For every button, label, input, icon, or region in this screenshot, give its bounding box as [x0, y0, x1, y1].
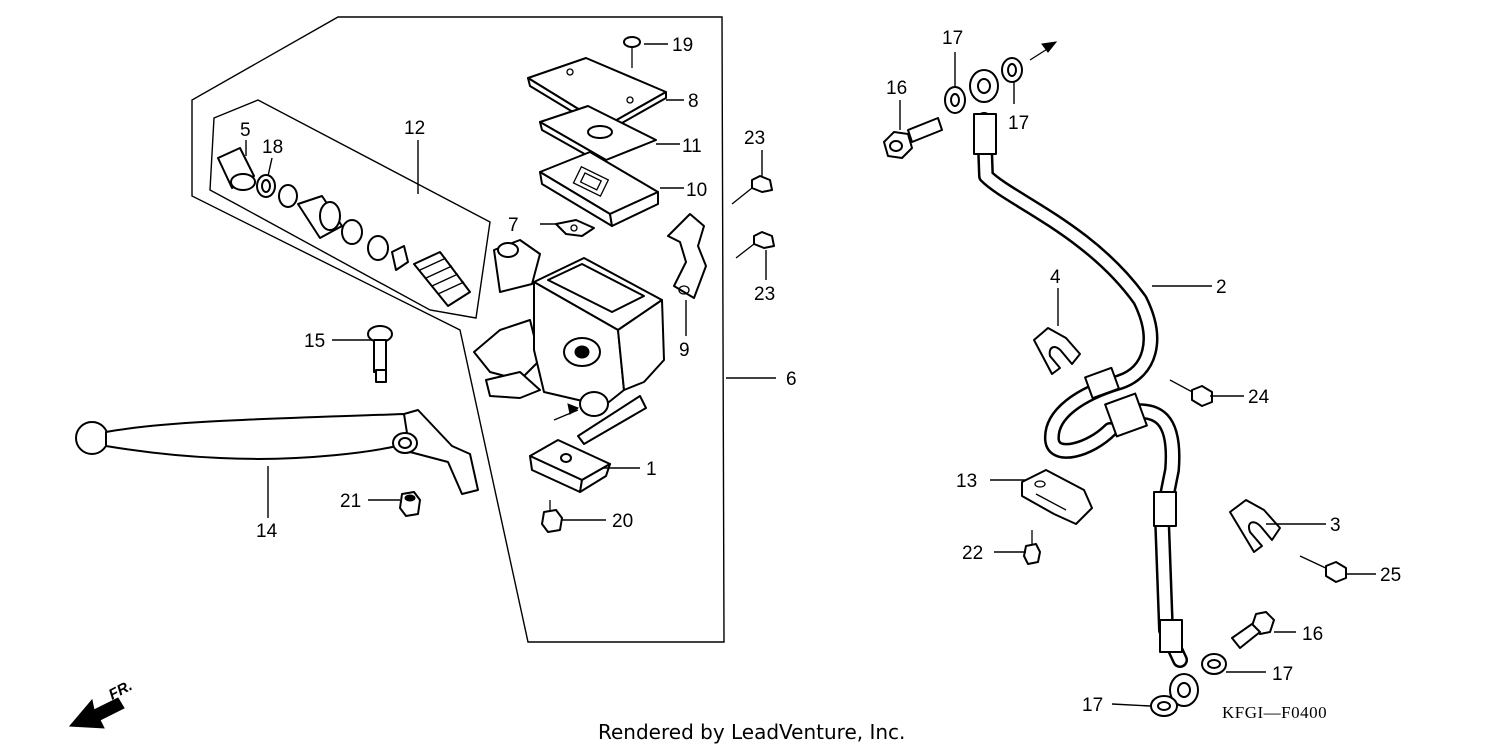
callout-12: 12: [404, 118, 425, 139]
callout-14: 14: [256, 521, 278, 542]
stop-switch-1: [529, 439, 611, 493]
washer-17-upper-left: [944, 86, 966, 114]
callout-25: 25: [1380, 565, 1401, 586]
callout-17-upper-left: 17: [942, 28, 963, 49]
callout-23-lower: 23: [754, 284, 775, 305]
callout-10: 10: [686, 180, 707, 201]
callout-19: 19: [672, 35, 693, 56]
callout-11: 11: [682, 136, 702, 157]
nut-21: [399, 491, 421, 517]
washer-17-upper-right: [1001, 57, 1023, 83]
brake-lever-14: [75, 409, 479, 495]
bolt-16-lower: [1231, 611, 1275, 649]
callout-13: 13: [956, 471, 977, 492]
pivot-bolt-15: [367, 325, 393, 383]
callout-18: 18: [262, 137, 283, 158]
bolt-23-lower: [735, 231, 775, 259]
callout-21: 21: [340, 491, 361, 512]
screw-20: [541, 500, 563, 533]
callout-17-upper-right: 17: [1008, 113, 1029, 134]
callout-6: 6: [786, 369, 797, 390]
master-cylinder-assembly-outline: [191, 16, 725, 643]
callout-3: 3: [1330, 515, 1341, 536]
callout-15: 15: [304, 331, 325, 352]
callout-2: 2: [1216, 277, 1227, 298]
front-direction-arrow-icon: [68, 697, 125, 729]
bolt-24: [1169, 379, 1213, 407]
callout-16-lower: 16: [1302, 624, 1323, 645]
callout-1: 1: [646, 459, 657, 480]
footer-credit: Rendered by LeadVenture, Inc.: [598, 720, 905, 744]
screw-19: [623, 36, 641, 68]
callout-9: 9: [679, 340, 690, 361]
bolt-23-upper: [731, 175, 773, 205]
holder-9: [667, 213, 707, 299]
callout-22: 22: [962, 543, 983, 564]
bolt-25: [1299, 555, 1347, 583]
piston-kit-outline: [209, 99, 491, 319]
diagram-code: KFGI—F0400: [1222, 703, 1327, 722]
hose-holder-13: [1021, 469, 1093, 525]
plate-7: [555, 219, 595, 237]
callout-5: 5: [240, 120, 251, 141]
bolt-22: [1023, 530, 1041, 565]
master-cylinder-body: [473, 239, 665, 445]
callout-8: 8: [688, 91, 699, 112]
circlip-18: [256, 174, 276, 198]
clip-4: [1033, 327, 1081, 375]
hose-direction-arrow: [1029, 41, 1058, 61]
diaphragm-10: [539, 151, 659, 227]
brake-hose-2: [969, 69, 1199, 707]
callout-17-lower-right: 17: [1272, 664, 1293, 685]
callout-24: 24: [1248, 387, 1270, 408]
bolt-16-upper: [883, 117, 943, 159]
callout-16-upper: 16: [886, 78, 907, 99]
callout-7: 7: [508, 215, 519, 236]
washer-17-lower-right: [1201, 653, 1227, 675]
washer-17-lower-left: [1150, 695, 1178, 717]
callout-23-upper: 23: [744, 128, 765, 149]
piston-kit-parts: [278, 184, 471, 307]
direction-label: FR.: [106, 677, 135, 703]
boot-5: [217, 147, 256, 191]
callout-17-lower-left: 17: [1082, 695, 1103, 716]
clip-3: [1229, 499, 1281, 553]
callout-20: 20: [612, 511, 633, 532]
callout-4: 4: [1050, 267, 1061, 288]
leader-lines: [245, 43, 1376, 707]
